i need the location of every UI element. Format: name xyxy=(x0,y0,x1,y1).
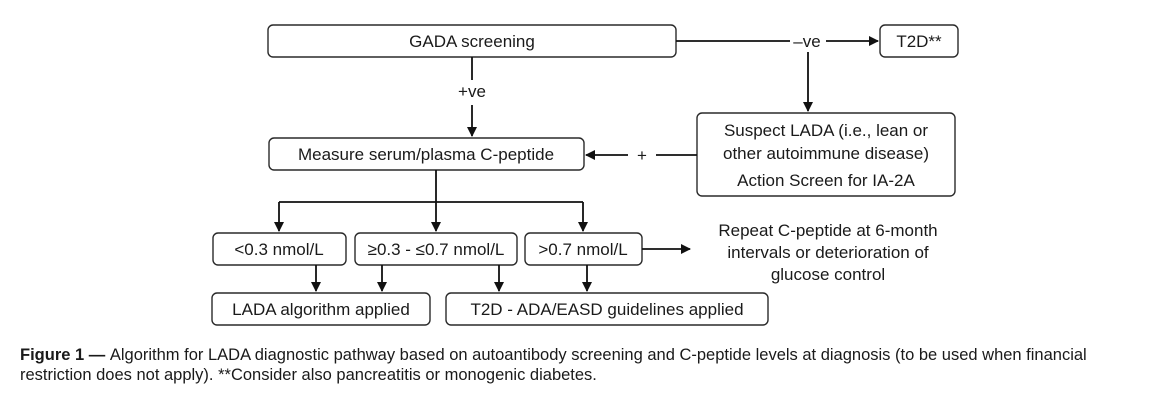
lada-flowchart: GADA screening T2D** Measure serum/plasm… xyxy=(211,24,959,326)
mid-cpeptide-label: ≥0.3 - ≤0.7 nmol/L xyxy=(368,240,505,259)
repeat-note-line1: Repeat C-peptide at 6-month xyxy=(718,221,937,240)
repeat-note: Repeat C-peptide at 6-month intervals or… xyxy=(718,221,937,284)
low-cpeptide-label: <0.3 nmol/L xyxy=(234,240,323,259)
cpeptide-box: Measure serum/plasma C-peptide xyxy=(268,137,585,171)
negative-edge-label: –ve xyxy=(793,32,820,51)
lada-algorithm-box: LADA algorithm applied xyxy=(211,292,431,326)
cpeptide-label: Measure serum/plasma C-peptide xyxy=(298,145,554,164)
mid-cpeptide-box: ≥0.3 - ≤0.7 nmol/L xyxy=(354,232,518,266)
positive-edge-label: +ve xyxy=(458,82,486,101)
low-cpeptide-box: <0.3 nmol/L xyxy=(212,232,347,266)
repeat-note-line2: intervals or deterioration of xyxy=(727,243,929,262)
t2d-guidelines-label: T2D - ADA/EASD guidelines applied xyxy=(470,300,743,319)
high-cpeptide-label: >0.7 nmol/L xyxy=(538,240,627,259)
gada-screening-label: GADA screening xyxy=(409,32,535,51)
lada-algorithm-label: LADA algorithm applied xyxy=(232,300,410,319)
suspect-lada-line2: other autoimmune disease) xyxy=(723,144,929,163)
suspect-lada-line1: Suspect LADA (i.e., lean or xyxy=(724,121,928,140)
t2d-label: T2D** xyxy=(896,32,942,51)
caption-text: Algorithm for LADA diagnostic pathway ba… xyxy=(20,346,1087,384)
repeat-note-line3: glucose control xyxy=(771,265,885,284)
t2d-box: T2D** xyxy=(879,24,959,58)
suspect-lada-box: Suspect LADA (i.e., lean or other autoim… xyxy=(696,112,956,197)
plus-edge-label: + xyxy=(637,146,647,165)
caption-label: Figure 1 xyxy=(20,346,85,364)
caption-dash: — xyxy=(84,346,110,364)
figure-caption: Figure 1 — Algorithm for LADA diagnostic… xyxy=(20,345,1150,385)
gada-screening-box: GADA screening xyxy=(267,24,677,58)
t2d-guidelines-box: T2D - ADA/EASD guidelines applied xyxy=(445,292,769,326)
high-cpeptide-box: >0.7 nmol/L xyxy=(524,232,643,266)
suspect-lada-line3: Action Screen for IA-2A xyxy=(737,171,915,190)
